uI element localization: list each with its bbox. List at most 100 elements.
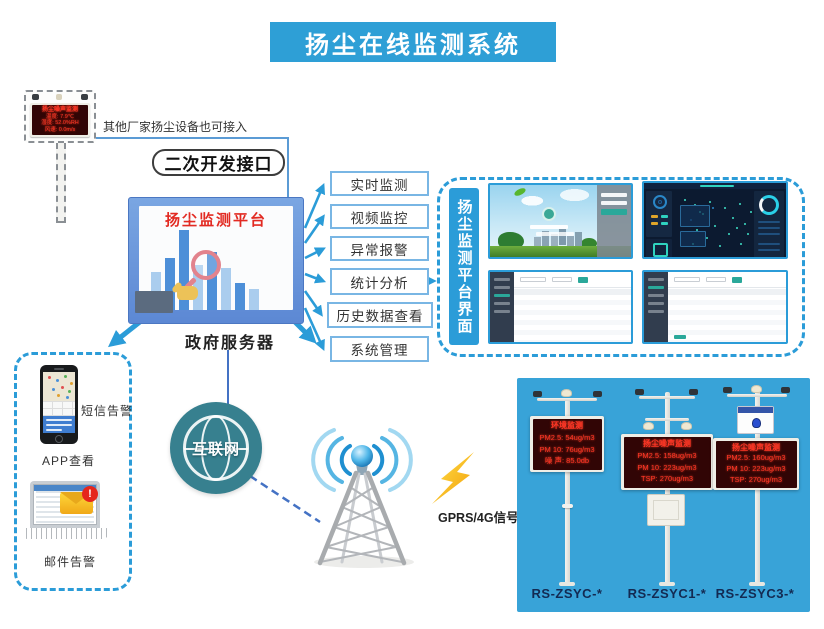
anemometer-icon — [593, 391, 602, 397]
station-model-label: RS-ZSYC-* — [531, 586, 603, 601]
access-note: 其他厂家扬尘设备也可接入 — [103, 120, 248, 134]
sidebar-item — [494, 310, 510, 313]
station-model-label: RS-ZSYC1-* — [627, 586, 707, 601]
station-crossbar — [645, 418, 689, 421]
station-led-line: PM 10: 76ug/m3 — [539, 444, 595, 454]
device-led-line: 风速: 0.0m/s — [44, 126, 76, 133]
internet-node: 互联网 — [170, 402, 262, 494]
platform-name-text — [530, 225, 568, 229]
phone-map-view — [43, 372, 75, 401]
dome-sensor-icon — [681, 422, 692, 430]
station-crossbar — [727, 394, 787, 397]
dome-sensor-icon — [56, 94, 62, 100]
module-box-history-data: 历史数据查看 — [327, 302, 433, 328]
third-party-device: 扬尘噪声监测 温度: 7.9℃ 湿度: 52.0%RH 风速: 0.0m/s — [24, 90, 96, 143]
radar-widget — [653, 195, 667, 209]
sidebar-item-active — [494, 294, 510, 297]
module-box-realtime-monitoring: 实时监测 — [330, 171, 429, 196]
sidebar-item — [648, 310, 664, 313]
station-led-display: 扬尘噪声监测 PM2.5: 158ug/m3 PM 10: 223ug/m3 T… — [621, 434, 713, 490]
sidebar-item — [494, 302, 510, 305]
tree-icon — [581, 238, 597, 249]
map-site-dots — [684, 199, 686, 201]
station-led-title: 环境监测 — [551, 421, 583, 431]
stat-bar — [651, 215, 658, 218]
device-pole — [56, 143, 66, 223]
filter-input — [706, 277, 726, 282]
city-skyline-icon — [542, 231, 549, 247]
module-box-video-surveillance: 视频监控 — [330, 204, 429, 229]
tree-icon — [498, 232, 524, 250]
ground-strip — [490, 246, 631, 257]
module-box-statistics-analysis: 统计分析 — [330, 268, 429, 295]
station-crossbar — [537, 398, 597, 401]
filter-input — [674, 277, 700, 282]
anemometer-icon — [781, 387, 790, 393]
station-led-line: PM 10: 223ug/m3 — [726, 464, 786, 474]
platform-title: 扬尘监测平台 — [164, 212, 267, 229]
device-led-display: 扬尘噪声监测 温度: 7.9℃ 湿度: 52.0%RH 风速: 0.0m/s — [30, 103, 90, 137]
station-led-title: 扬尘噪声监测 — [732, 442, 780, 452]
wind-vane-icon — [723, 387, 732, 393]
login-form — [597, 185, 631, 257]
platform-monitor: 扬尘监测平台 — [128, 197, 304, 324]
page-title: 扬尘在线监测系统 — [270, 22, 556, 62]
email-alert-label: 邮件告警 — [44, 555, 97, 569]
internet-label: 互联网 — [191, 440, 240, 458]
wind-vane-icon — [635, 389, 644, 395]
station-led-line: PM2.5: 54ug/m3 — [539, 432, 595, 442]
login-button — [601, 209, 627, 215]
table-toolbar — [668, 272, 786, 288]
station-led-title: 扬尘噪声监测 — [643, 439, 691, 449]
phone-home-button — [55, 435, 63, 443]
server-label: 政府服务器 — [184, 335, 275, 352]
laptop-keyboard — [22, 528, 108, 539]
station-led-line: PM2.5: 158ug/m3 — [637, 450, 697, 460]
station-field-box: 环境监测 PM2.5: 54ug/m3 PM 10: 76ug/m3 噪 声: … — [517, 378, 810, 612]
sms-alert-label: 短信告警 — [81, 404, 134, 418]
anemometer-icon — [689, 389, 698, 395]
stat-row — [758, 249, 780, 251]
alert-channels-box — [14, 352, 132, 591]
station-led-line: PM2.5: 160ug/m3 — [726, 453, 786, 463]
device-led-title: 扬尘噪声监测 — [41, 107, 78, 114]
search-button — [732, 277, 742, 283]
sidebar-item — [648, 294, 664, 297]
table-header-row — [668, 289, 786, 295]
globe-icon — [183, 415, 249, 481]
stat-bar — [651, 222, 658, 225]
platform-logo-icon — [542, 207, 556, 221]
data-table-screenshot — [642, 270, 788, 344]
table-sidebar — [644, 272, 668, 342]
phone-screen — [43, 372, 75, 433]
leaf-icon — [513, 187, 527, 197]
device-led-line: 湿度: 52.0%RH — [41, 120, 79, 127]
dome-sensor-icon — [643, 422, 654, 430]
map-dashboard-screenshot — [642, 181, 788, 259]
logo-strip — [738, 407, 773, 413]
station-led-line: 噪 声: 85.0db — [544, 456, 590, 466]
device-led-line: 温度: 7.9℃ — [46, 113, 74, 120]
search-button — [578, 277, 588, 283]
stat-row — [758, 227, 780, 229]
station-logo-box — [737, 406, 774, 434]
screen-corner-panel — [135, 291, 173, 313]
shield-logo-icon — [752, 418, 761, 428]
pole-flange — [562, 504, 573, 508]
control-cabinet — [647, 494, 685, 526]
dashboard-left-panel — [646, 191, 672, 237]
login-page-screenshot — [488, 183, 633, 259]
station-led-display: 扬尘噪声监测 PM2.5: 160ug/m3 PM 10: 223ug/m3 T… — [713, 438, 799, 490]
table-rows — [514, 295, 631, 342]
signal-tower-icon — [311, 428, 414, 568]
hand-cursor-icon — [177, 286, 198, 300]
pole-base — [659, 582, 675, 586]
dome-sensor-icon — [561, 389, 572, 397]
dashboard-title-bar — [700, 185, 734, 187]
table-header-row — [514, 289, 631, 295]
smartphone-icon — [40, 365, 78, 444]
lightning-bolt-icon — [432, 452, 474, 504]
anemometer-icon — [81, 94, 88, 100]
module-box-abnormal-alarm: 异常报警 — [330, 236, 429, 261]
